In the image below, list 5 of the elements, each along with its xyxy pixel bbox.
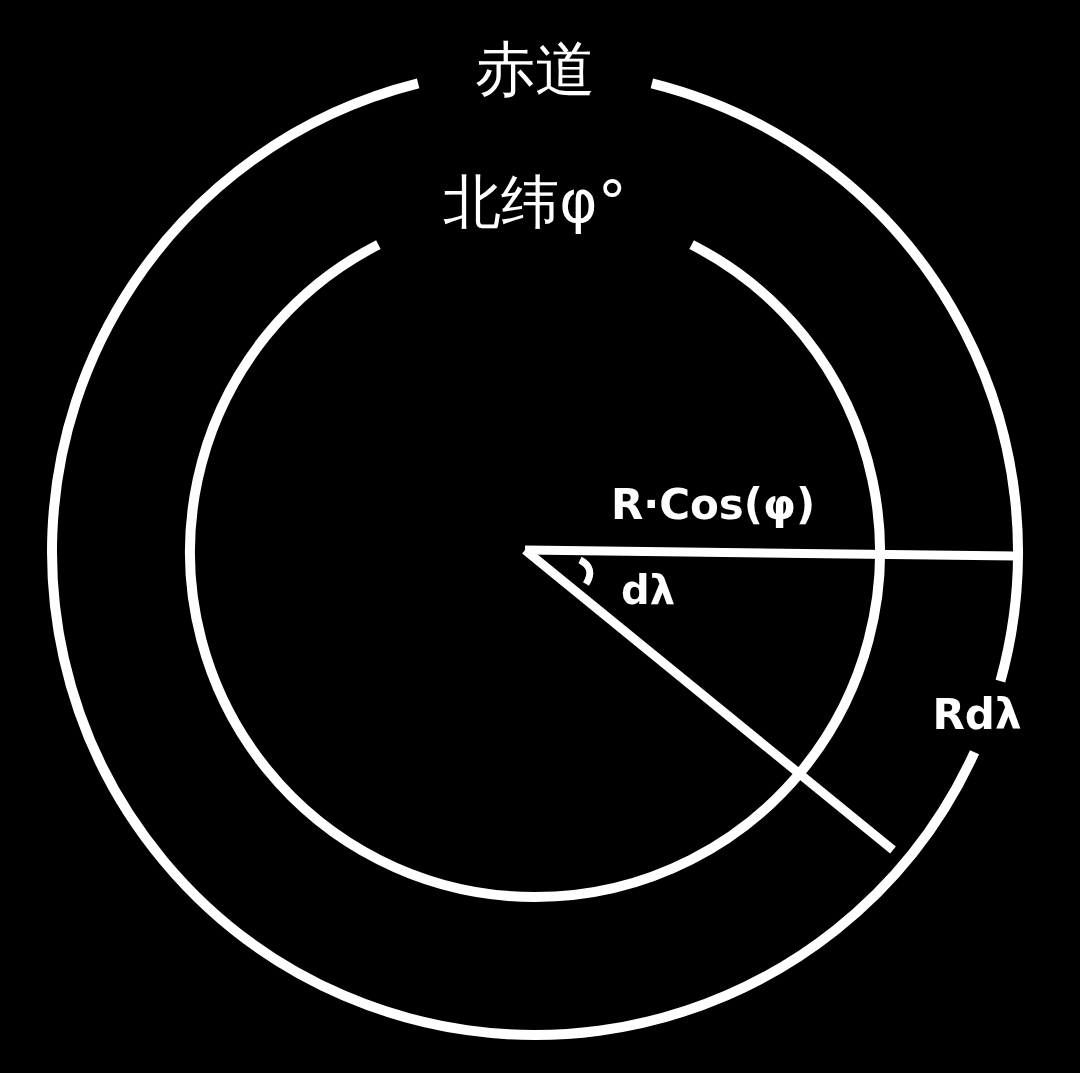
circle-label: 赤道 [475, 36, 595, 102]
math-label: R·Cos(φ) [610, 481, 816, 529]
circle-label: 北纬φ° [443, 171, 627, 235]
math-label: dλ [621, 568, 675, 612]
math-label: Rdλ [932, 691, 1022, 739]
